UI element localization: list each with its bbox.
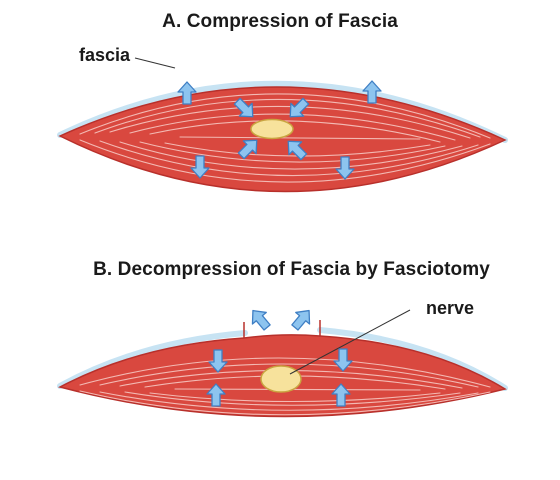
panel-a-fibers <box>79 93 491 183</box>
panel-b-nerve <box>260 365 302 393</box>
panel-b-muscle <box>57 304 508 418</box>
panel-b-title: B. Decompression of Fascia by Fasciotomy <box>93 259 490 280</box>
panel-b-fibers <box>79 357 491 416</box>
panel-b-arrow-out-left <box>245 304 275 334</box>
nerve-label: nerve <box>426 298 475 318</box>
panel-a-muscle <box>57 57 508 193</box>
panel-b-fascia-left <box>57 330 248 389</box>
panel-a-fascia-leader <box>134 57 176 69</box>
panel-a-muscle-body <box>58 86 507 193</box>
panel-b-fascia-right <box>317 327 508 391</box>
panel-a-title: A. Compression of Fascia <box>162 11 398 32</box>
panel-a-nerve <box>250 118 294 140</box>
panel-b-arrow-out-right <box>287 304 317 334</box>
fascia-label: fascia <box>79 45 131 65</box>
panel-a-fascia <box>57 80 508 143</box>
panel-b-nerve-leader <box>289 309 411 375</box>
